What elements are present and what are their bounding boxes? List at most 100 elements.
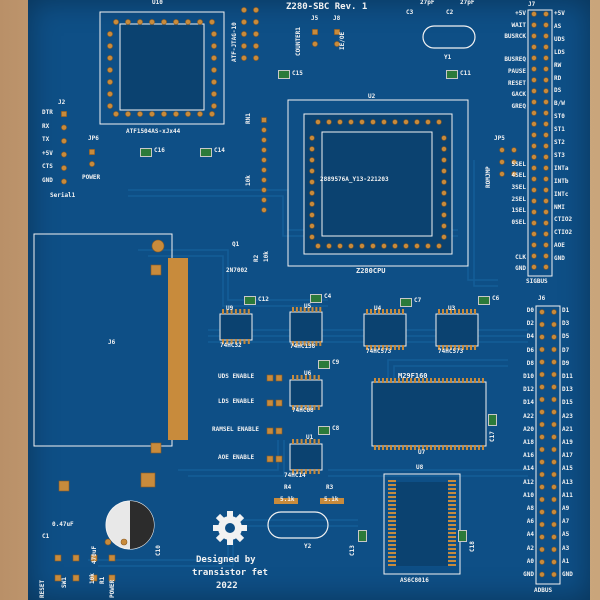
pin-label: A2 (526, 544, 534, 552)
pin-label: RD (554, 74, 562, 82)
pin-label: A9 (562, 505, 570, 512)
label-sigbus: SIGBUS (526, 278, 548, 285)
pin-label: A15 (562, 465, 573, 473)
label-u3: U3 (448, 305, 456, 312)
pin-label: INTc (554, 190, 569, 198)
label-ramsel-enable: RAMSEL ENABLE (212, 426, 259, 433)
cap-c15 (278, 70, 290, 79)
label-rn1-value: 10k (245, 175, 252, 186)
label-r4-value: 5.1k (280, 496, 295, 503)
pin-label: 1SEL (511, 207, 526, 215)
cap-c9 (318, 360, 330, 369)
cap-c14 (200, 148, 212, 157)
u10-part: ATF1504AS-xJx44 (126, 128, 181, 135)
pin-label: A18 (523, 439, 534, 446)
pin-label: WAIT (511, 21, 526, 29)
cap-c17 (488, 414, 497, 426)
label-r3: R3 (326, 484, 334, 491)
cap-c7 (400, 298, 412, 307)
label-m29: M29F160 (398, 372, 428, 380)
label-c16: C16 (154, 147, 165, 154)
pin-label: A3 (562, 544, 570, 552)
label-j6-header: J6 (538, 295, 546, 302)
credit-line2: transistor fet (192, 568, 268, 578)
label-u1: U1 (306, 434, 314, 441)
label-j2: J2 (58, 99, 66, 106)
pin-label: D14 (523, 399, 534, 407)
label-c17: C17 (489, 431, 496, 442)
pin-label: +5V (515, 10, 526, 17)
pin-label: D12 (523, 386, 534, 394)
pin-label: A21 (562, 425, 573, 433)
label-lds-enable: LDS ENABLE (218, 398, 255, 405)
label-uds-enable: UDS ENABLE (218, 373, 255, 380)
pin-label: RX (42, 122, 50, 130)
pin-label: CTIO2 (554, 229, 573, 237)
label-counter1: COUNTER1 (295, 27, 302, 56)
pin-label: D11 (562, 373, 573, 380)
label-part-u5: 74HC138 (290, 343, 316, 350)
label-j7: J7 (528, 1, 536, 8)
pin-label: D13 (562, 386, 573, 394)
pin-label: GACK (511, 91, 526, 99)
label-romjmp: ROMJMP (485, 166, 492, 188)
credit-line1: Designed by (196, 555, 256, 565)
credit-year: 2022 (216, 581, 238, 591)
cap-c4 (310, 294, 322, 303)
label-c1-value: 0.47uF (52, 521, 74, 528)
pin-label: GND (554, 255, 565, 263)
label-serial1: Serial1 (50, 192, 76, 199)
pin-label: D0 (526, 307, 534, 314)
pin-label: A5 (562, 531, 570, 539)
pin-label: AS (554, 22, 562, 30)
pin-label: D1 (562, 307, 570, 314)
label-part-u6: 74HC08 (292, 407, 314, 414)
board-title: Z280-SBC Rev. 1 (286, 2, 368, 12)
pin-label: ST1 (554, 126, 565, 134)
pin-label: BUSRCK (504, 33, 526, 41)
label-u2: U2 (368, 93, 376, 100)
pin-label: A7 (562, 518, 570, 526)
pin-label: A20 (523, 425, 534, 433)
pin-label: A10 (523, 491, 534, 499)
label-y2: Y2 (304, 543, 312, 550)
cap-c11 (446, 70, 458, 79)
label-u8-part: AS6C8016 (400, 577, 429, 584)
pin-label: +5V (554, 10, 565, 17)
label-adbus: ADBUS (534, 587, 553, 594)
pin-label: B/W (554, 100, 565, 108)
pin-label: A19 (562, 439, 573, 446)
pin-label: D15 (562, 399, 573, 407)
pin-label: A11 (562, 491, 573, 499)
resistor-r4 (274, 498, 298, 504)
label-c4: C4 (324, 293, 332, 300)
pin-label: TX (42, 136, 50, 143)
label-c2: C2 (446, 9, 454, 16)
pin-label: A4 (526, 531, 534, 539)
label-c3: C3 (406, 9, 414, 16)
pin-label: CTIO2 (554, 216, 573, 224)
label-c3-value: 27pF (420, 0, 435, 6)
pin-label: INTa (554, 164, 569, 172)
u2-part-number: 2889576A_Y13-221203 (320, 176, 389, 183)
pin-label: DTR (42, 109, 53, 116)
resistor-r3 (320, 498, 344, 504)
label-c2-value: 27pF (460, 0, 475, 6)
pin-label: CTS (42, 163, 53, 170)
pin-label: +5V (42, 149, 53, 157)
pin-label: LDS (554, 48, 565, 56)
pin-label: D3 (562, 320, 570, 328)
pin-label: ST0 (554, 113, 565, 121)
label-power: POWER (82, 174, 101, 181)
pin-label: NMI (554, 203, 565, 211)
pin-label: GND (42, 176, 53, 184)
label-c12: C12 (258, 296, 269, 303)
label-r2: R2 (253, 254, 260, 262)
pin-label: D8 (526, 359, 534, 367)
label-part-u1: 74HC14 (284, 472, 306, 479)
label-sw1: SW1 (61, 577, 68, 588)
label-c11: C11 (460, 70, 471, 77)
pin-label: DS (554, 87, 562, 95)
label-c14: C14 (214, 147, 225, 154)
cap-c6 (478, 296, 490, 305)
